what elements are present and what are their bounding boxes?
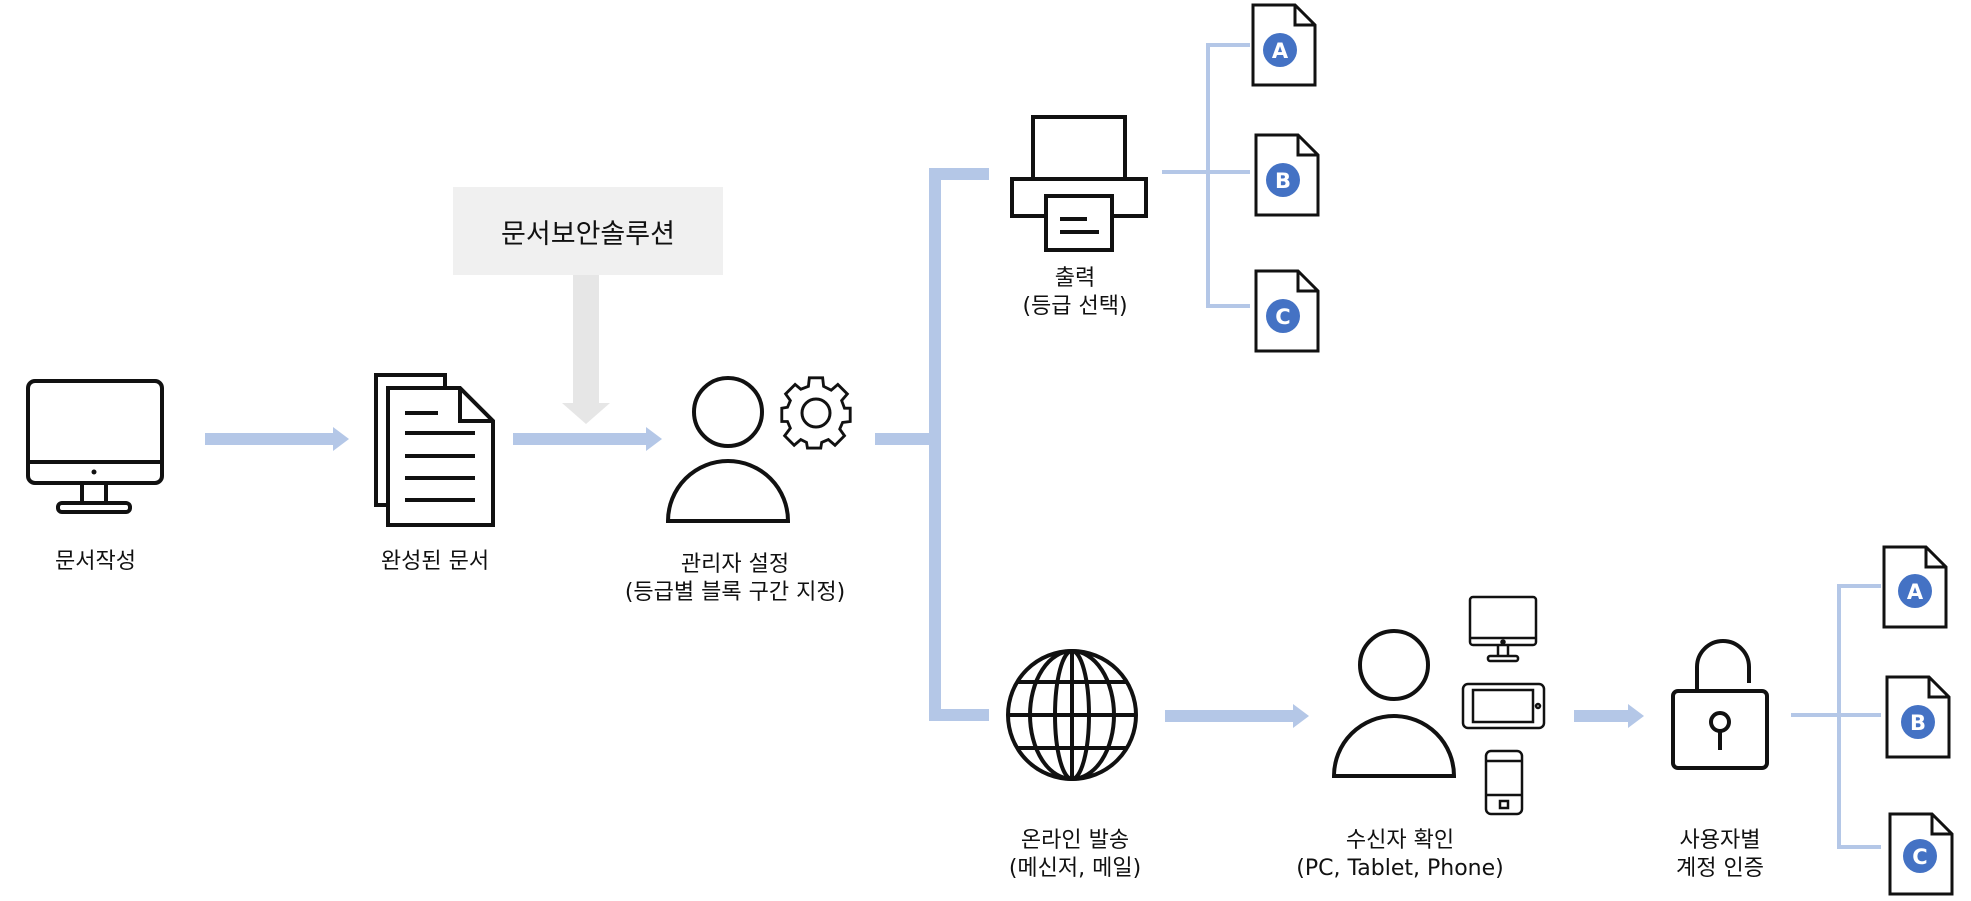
recipient-label: 수신자 확인 (PC, Tablet, Phone) — [1290, 827, 1510, 883]
printer-icon — [1010, 115, 1148, 252]
grade-a-letter: A — [1272, 39, 1289, 63]
globe-icon — [1006, 649, 1138, 781]
solution-banner-title: 문서보안솔루션 — [501, 218, 675, 250]
branch-to-printer — [929, 168, 989, 180]
grade-a-letter: A — [1907, 580, 1924, 604]
grade-c-badge — [1903, 839, 1937, 873]
gear-icon — [780, 376, 852, 450]
monitor-icon — [26, 379, 164, 514]
arrow-online-to-recipient — [1165, 704, 1309, 728]
auth-label-line2: 계정 인증 — [1676, 856, 1764, 881]
print-grade-b-doc: B — [1254, 133, 1320, 217]
banner-down-arrow — [562, 275, 610, 424]
completed-label: 완성된 문서 — [355, 548, 515, 576]
print-grade-bracket — [1162, 43, 1250, 308]
grade-a-badge — [1898, 574, 1932, 608]
grade-c-letter: C — [1912, 845, 1927, 869]
grade-b-badge — [1901, 705, 1935, 739]
grade-b-badge — [1266, 163, 1300, 197]
grade-c-badge — [1266, 299, 1300, 333]
solution-banner: 문서보안솔루션 — [453, 187, 723, 275]
documents-icon — [374, 373, 495, 527]
admin-label-line2: (등급별 블록 구간 지정) — [624, 580, 846, 605]
completed-label-line1: 완성된 문서 — [380, 549, 490, 574]
grade-a-badge — [1263, 33, 1297, 67]
grade-c-letter: C — [1275, 305, 1290, 329]
recipient-label-line1: 수신자 확인 — [1345, 828, 1455, 853]
online-label-line1: 온라인 발송 — [1020, 828, 1130, 853]
grade-b-letter: B — [1910, 711, 1926, 735]
auth-label: 사용자별 계정 인증 — [1650, 827, 1790, 883]
print-grade-a-doc: A — [1251, 3, 1317, 87]
auth-grade-b-doc: B — [1885, 675, 1951, 759]
arrow-recipient-to-auth — [1574, 704, 1644, 728]
grade-b-letter: B — [1275, 169, 1291, 193]
print-grade-c-doc: C — [1254, 269, 1320, 353]
arrow-completed-to-admin — [513, 427, 662, 451]
desktop-device-icon — [1468, 595, 1538, 663]
tablet-device-icon — [1461, 682, 1546, 730]
branch-stem — [875, 433, 935, 445]
auth-grade-c-doc: C — [1888, 812, 1954, 896]
write-label: 문서작성 — [18, 548, 173, 576]
admin-label: 관리자 설정 (등급별 블록 구간 지정) — [600, 551, 870, 607]
branch-vertical — [929, 168, 941, 721]
auth-label-line1: 사용자별 — [1679, 828, 1761, 853]
unlock-icon — [1671, 639, 1769, 770]
admin-label-line1: 관리자 설정 — [680, 552, 790, 577]
arrow-write-to-completed — [205, 427, 349, 451]
admin-user-icon — [665, 376, 791, 523]
branch-to-globe — [929, 709, 989, 721]
print-label-line1: 출력 — [1054, 266, 1096, 291]
online-label-line2: (메신저, 메일) — [1008, 856, 1142, 881]
admin-gear-icon — [665, 376, 852, 523]
recipient-label-line2: (PC, Tablet, Phone) — [1296, 856, 1504, 881]
print-label: 출력 (등급 선택) — [1000, 265, 1150, 321]
auth-grade-a-doc: A — [1882, 545, 1948, 629]
recipient-user-icon — [1331, 629, 1457, 778]
online-label: 온라인 발송 (메신저, 메일) — [985, 827, 1165, 883]
auth-grade-bracket — [1791, 584, 1881, 849]
write-label-line1: 문서작성 — [55, 549, 136, 574]
print-label-line2: (등급 선택) — [1022, 294, 1128, 319]
connectors — [205, 43, 1881, 849]
phone-device-icon — [1484, 749, 1524, 816]
